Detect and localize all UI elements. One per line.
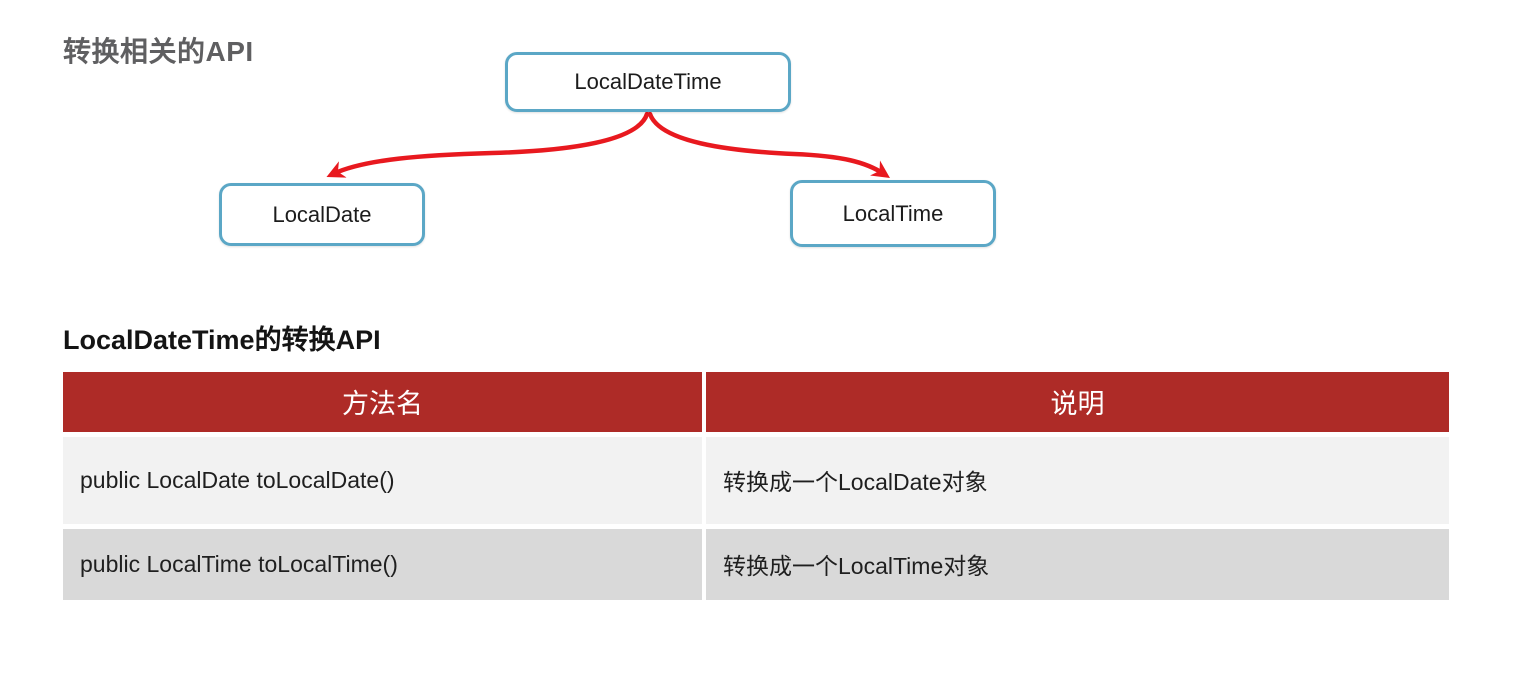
table-row: public LocalDate toLocalDate() 转换成一个Loca…: [63, 434, 1449, 529]
table-section-title: LocalDateTime的转换API: [63, 325, 381, 355]
section-title-conversion-api: 转换相关的API: [63, 36, 254, 67]
api-table: 方法名 说明 public LocalDate toLocalDate() 转换…: [63, 372, 1449, 600]
description-cell: 转换成一个LocalDate对象: [704, 434, 1449, 529]
diagram-node-localtime: LocalTime: [790, 180, 996, 247]
arrow-to-localdate: [326, 111, 650, 178]
table-header-row: 方法名 说明: [63, 372, 1449, 437]
diagram-node-localdatetime: LocalDateTime: [505, 52, 791, 112]
column-header-description: 说明: [704, 372, 1449, 437]
method-cell: public LocalTime toLocalTime(): [63, 526, 706, 600]
diagram-node-localdate: LocalDate: [219, 183, 425, 246]
method-cell: public LocalDate toLocalDate(): [63, 434, 706, 529]
column-header-method: 方法名: [63, 372, 706, 437]
description-cell: 转换成一个LocalTime对象: [704, 526, 1449, 600]
arrow-to-localtime: [647, 111, 890, 178]
table-row: public LocalTime toLocalTime() 转换成一个Loca…: [63, 526, 1449, 600]
